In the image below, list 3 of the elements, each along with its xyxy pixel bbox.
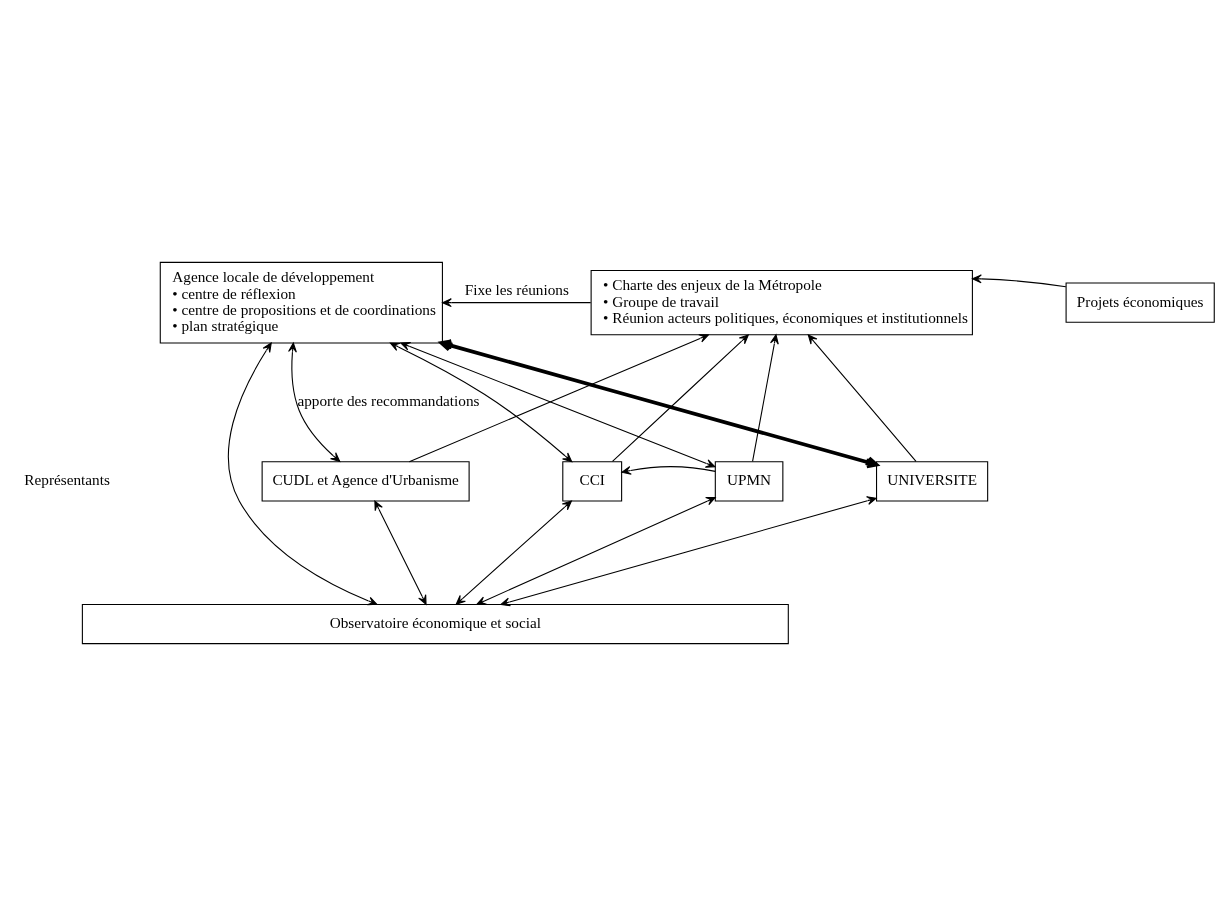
label: Représentants [24,470,110,488]
edge-label: apporte des recommandations [297,391,480,409]
edge-label: Fixe les réunions [464,280,569,298]
